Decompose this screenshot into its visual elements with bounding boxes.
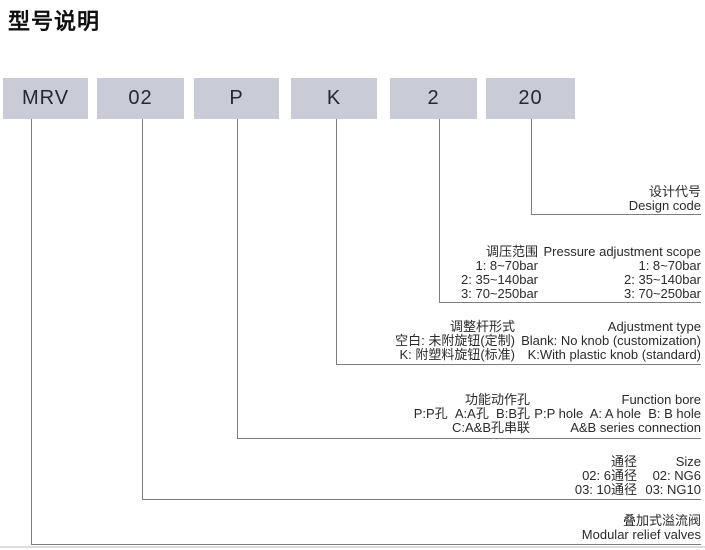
adjustment-header: 调整杆形式 Adjustment type	[0, 320, 701, 334]
pressure-option-2-cn: 2: 35~140bar	[461, 272, 538, 287]
pressure-header-cn: 调压范围	[485, 244, 538, 259]
size-option-02-cn: 02: 6通径	[582, 468, 637, 483]
adjustment-header-en: Adjustment type	[607, 319, 701, 334]
connector-vline-mrv	[31, 119, 32, 544]
size-option-03-en: 03: NG10	[645, 482, 701, 497]
section-adjustment-type: 调整杆形式 Adjustment type 空白: 未附旋钮(定制) Blank: …	[0, 320, 701, 362]
underline-pressure	[439, 302, 701, 303]
pressure-header-en: Pressure adjustment scope	[543, 244, 701, 259]
adjustment-option-k: K: 附塑料旋钮(标准) K:With plastic knob (standar…	[0, 348, 701, 362]
function-bore-option-c-en: A&B series connection	[570, 420, 701, 435]
function-bore-option-pab-en: P:P hole A: A hole B: B hole	[534, 406, 701, 421]
design-code-label-en: Design code	[628, 198, 701, 213]
size-option-03-cn: 03: 10通径	[574, 482, 637, 497]
function-bore-option-pab-cn: P:P孔 A:A孔 B:B孔	[413, 406, 530, 421]
underline-size	[142, 499, 701, 500]
underline-adjustment	[336, 364, 701, 365]
model-segment-function: P	[194, 78, 279, 119]
pressure-option-1-cn: 1: 8~70bar	[475, 258, 538, 273]
section-design-code: 设计代号 Design code	[0, 185, 701, 213]
function-bore-header-cn: 功能动作孔	[464, 392, 530, 407]
model-segment-size: 02	[97, 78, 184, 119]
function-bore-option-pab: P:P孔 A:A孔 B:B孔 P:P hole A: A hole B: B ho…	[0, 407, 701, 421]
pressure-option-3-en: 3: 70~250bar	[624, 286, 701, 301]
connector-vline-size	[142, 119, 143, 499]
page-title: 型号说明	[8, 9, 101, 34]
model-segment-knob: K	[291, 78, 377, 119]
underline-design-code	[531, 214, 701, 215]
section-size: 通径 Size 02: 6通径 02: NG6 03: 10通径 03: NG10	[0, 455, 701, 497]
function-bore-header: 功能动作孔 Function bore	[0, 393, 701, 407]
pressure-option-3: 3: 70~250bar 3: 70~250bar	[0, 287, 701, 301]
adjustment-option-blank: 空白: 未附旋钮(定制) Blank: No knob (customizatio…	[0, 334, 701, 348]
product-name-en: Modular relief valves	[581, 527, 701, 542]
pressure-option-1-en: 1: 8~70bar	[638, 258, 701, 273]
size-option-02: 02: 6通径 02: NG6	[0, 469, 701, 483]
page-bottom-edge	[0, 546, 705, 548]
adjustment-option-k-en: K:With plastic knob (standard)	[527, 347, 701, 362]
section-pressure: 调压范围 Pressure adjustment scope 1: 8~70bar…	[0, 245, 701, 301]
connector-vline-pressure	[439, 119, 440, 302]
pressure-option-2-en: 2: 35~140bar	[624, 272, 701, 287]
size-option-02-en: 02: NG6	[652, 468, 701, 483]
size-option-03: 03: 10通径 03: NG10	[0, 483, 701, 497]
pressure-option-3-cn: 3: 70~250bar	[461, 286, 538, 301]
function-bore-option-c-cn: C:A&B孔串联	[451, 420, 530, 435]
model-segment-design: 20	[486, 78, 575, 119]
adjustment-option-blank-cn: 空白: 未附旋钮(定制)	[395, 333, 515, 348]
adjustment-option-k-cn: K: 附塑料旋钮(标准)	[399, 347, 515, 362]
connector-vline-design	[531, 119, 532, 214]
connector-vline-function	[237, 119, 238, 438]
pressure-option-2: 2: 35~140bar 2: 35~140bar	[0, 273, 701, 287]
pressure-header: 调压范围 Pressure adjustment scope	[0, 245, 701, 259]
product-name-cn: 叠加式溢流阀	[622, 513, 701, 528]
function-bore-option-c: C:A&B孔串联 A&B series connection	[0, 421, 701, 435]
adjustment-header-cn: 调整杆形式	[449, 319, 515, 334]
underline-product	[31, 544, 701, 545]
section-product-name: 叠加式溢流阀 Modular relief valves	[0, 514, 701, 542]
adjustment-option-blank-en: Blank: No knob (customization)	[521, 333, 701, 348]
section-function-bore: 功能动作孔 Function bore P:P孔 A:A孔 B:B孔 P:P hol…	[0, 393, 701, 435]
size-header: 通径 Size	[0, 455, 701, 469]
connector-vline-knob	[336, 119, 337, 364]
size-header-en: Size	[675, 454, 701, 469]
size-header-cn: 通径	[610, 454, 637, 469]
pressure-option-1: 1: 8~70bar 1: 8~70bar	[0, 259, 701, 273]
model-segment-pressure: 2	[390, 78, 477, 119]
model-segment-mrv: MRV	[3, 78, 88, 119]
underline-function-bore	[237, 438, 701, 439]
function-bore-header-en: Function bore	[621, 392, 702, 407]
design-code-label-cn: 设计代号	[648, 184, 701, 199]
